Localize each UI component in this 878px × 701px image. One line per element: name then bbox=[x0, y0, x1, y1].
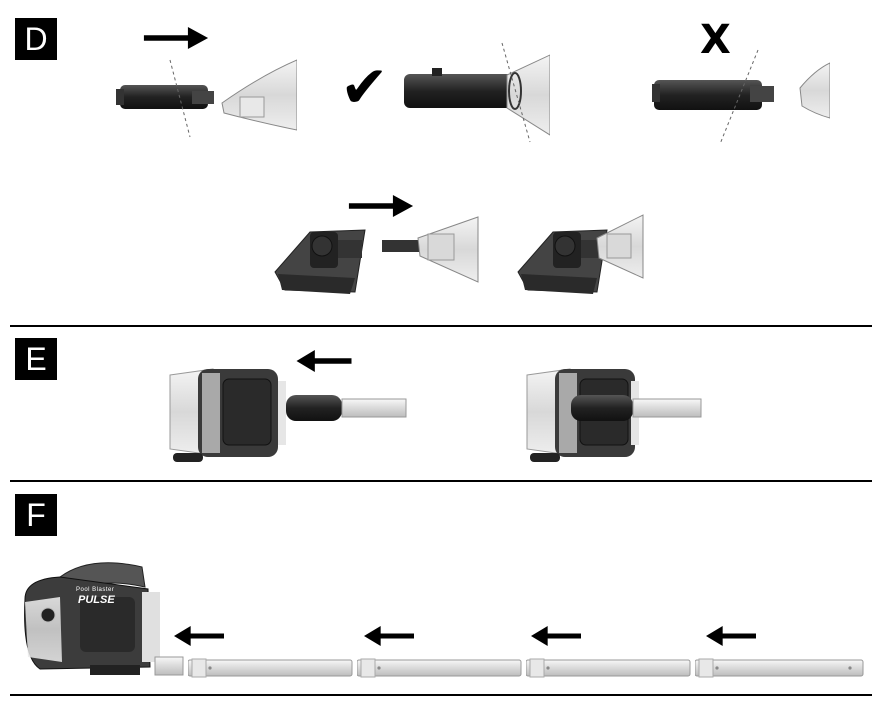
vacuum-with-handle-illustration: Pool Blaster PULSE bbox=[20, 557, 185, 682]
extension-tube-illustration bbox=[695, 658, 864, 678]
section-divider bbox=[10, 325, 872, 327]
nozzle-attached-incorrect-illustration bbox=[652, 49, 830, 145]
checkmark-icon: ✔ bbox=[340, 53, 389, 121]
vacuum-with-adapter-separate-illustration bbox=[169, 368, 407, 462]
extension-tube-illustration bbox=[526, 658, 691, 678]
arrow-left-icon bbox=[531, 626, 581, 646]
section-divider bbox=[10, 480, 872, 482]
extension-tube-illustration bbox=[357, 658, 522, 678]
product-brand-small: Pool Blaster bbox=[76, 587, 115, 593]
brush-head-separate-illustration bbox=[274, 216, 479, 294]
section-label-f: F bbox=[15, 494, 57, 536]
arrow-left-icon bbox=[706, 626, 756, 646]
section-label-d: D bbox=[15, 18, 57, 60]
arrow-left-icon bbox=[174, 626, 224, 646]
arrow-right-icon bbox=[143, 27, 209, 49]
brush-head-attached-illustration bbox=[517, 214, 644, 294]
product-brand-large: PULSE bbox=[78, 594, 115, 606]
arrow-left-icon bbox=[364, 626, 414, 646]
section-divider bbox=[10, 694, 872, 696]
cross-icon: X bbox=[700, 17, 731, 63]
nozzle-attached-correct-illustration bbox=[404, 42, 550, 143]
section-label-e: E bbox=[15, 338, 57, 380]
extension-tube-illustration bbox=[188, 658, 353, 678]
vacuum-with-adapter-attached-illustration bbox=[526, 368, 702, 462]
crevice-nozzle-illustration bbox=[116, 59, 297, 138]
